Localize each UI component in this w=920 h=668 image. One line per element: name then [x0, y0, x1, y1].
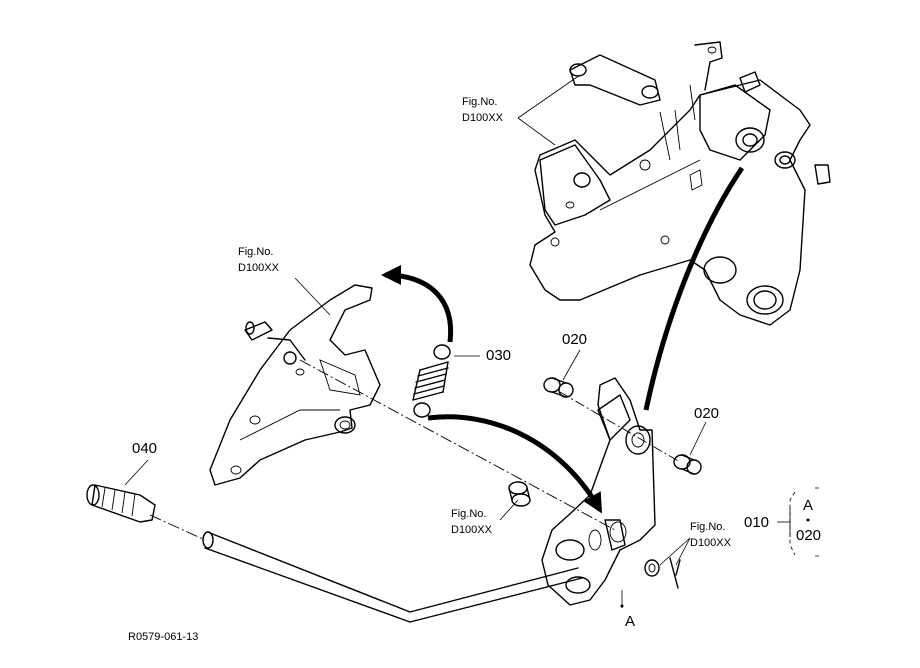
legend-label-a: A [803, 497, 813, 514]
leader-020-a [562, 349, 581, 381]
ref-bottom-center-line2: D100XX [451, 524, 493, 536]
legend-bracket [777, 487, 822, 557]
leader-020-b [689, 421, 707, 456]
leader-040 [124, 459, 149, 486]
ref-top-line2: D100XX [462, 112, 504, 124]
legend-label-020: 020 [796, 527, 821, 544]
pedal-rod [202, 531, 583, 623]
pedal-grip-040 [86, 484, 156, 523]
ref-bottom-right-line2: D100XX [690, 537, 732, 549]
bushing-020-right [673, 454, 702, 475]
spring-030 [412, 344, 451, 418]
part-label-020-a: 020 [562, 331, 587, 348]
part-label-030: 030 [486, 347, 511, 364]
part-label-040: 040 [132, 440, 157, 457]
leader-ref-left [294, 277, 331, 316]
washer-and-pin [644, 557, 681, 589]
ref-top-line1: Fig.No. [462, 96, 497, 108]
upper-bracket-assembly [529, 41, 831, 326]
ref-bottom-right-line1: Fig.No. [690, 521, 725, 533]
ref-left-line1: Fig.No. [238, 246, 273, 258]
part-label-020-b: 020 [694, 405, 719, 422]
ref-left-line2: D100XX [238, 262, 280, 274]
point-label-a: A [625, 613, 635, 630]
legend-label-010: 010 [744, 514, 769, 531]
pedal-lever-assembly [541, 377, 656, 606]
drawing-code: R0579-061-13 [128, 631, 198, 643]
leader-ref-bottom-center [499, 499, 519, 521]
ref-bottom-center-line1: Fig.No. [451, 508, 486, 520]
point-a-marker [620, 604, 624, 608]
leader-ref-bottom-right [659, 537, 691, 566]
collar [508, 481, 531, 507]
assembly-arrows [381, 166, 745, 514]
left-bracket-assembly [209, 284, 381, 486]
leader-ref-top [517, 74, 581, 146]
bushing-020-upper [543, 377, 574, 398]
